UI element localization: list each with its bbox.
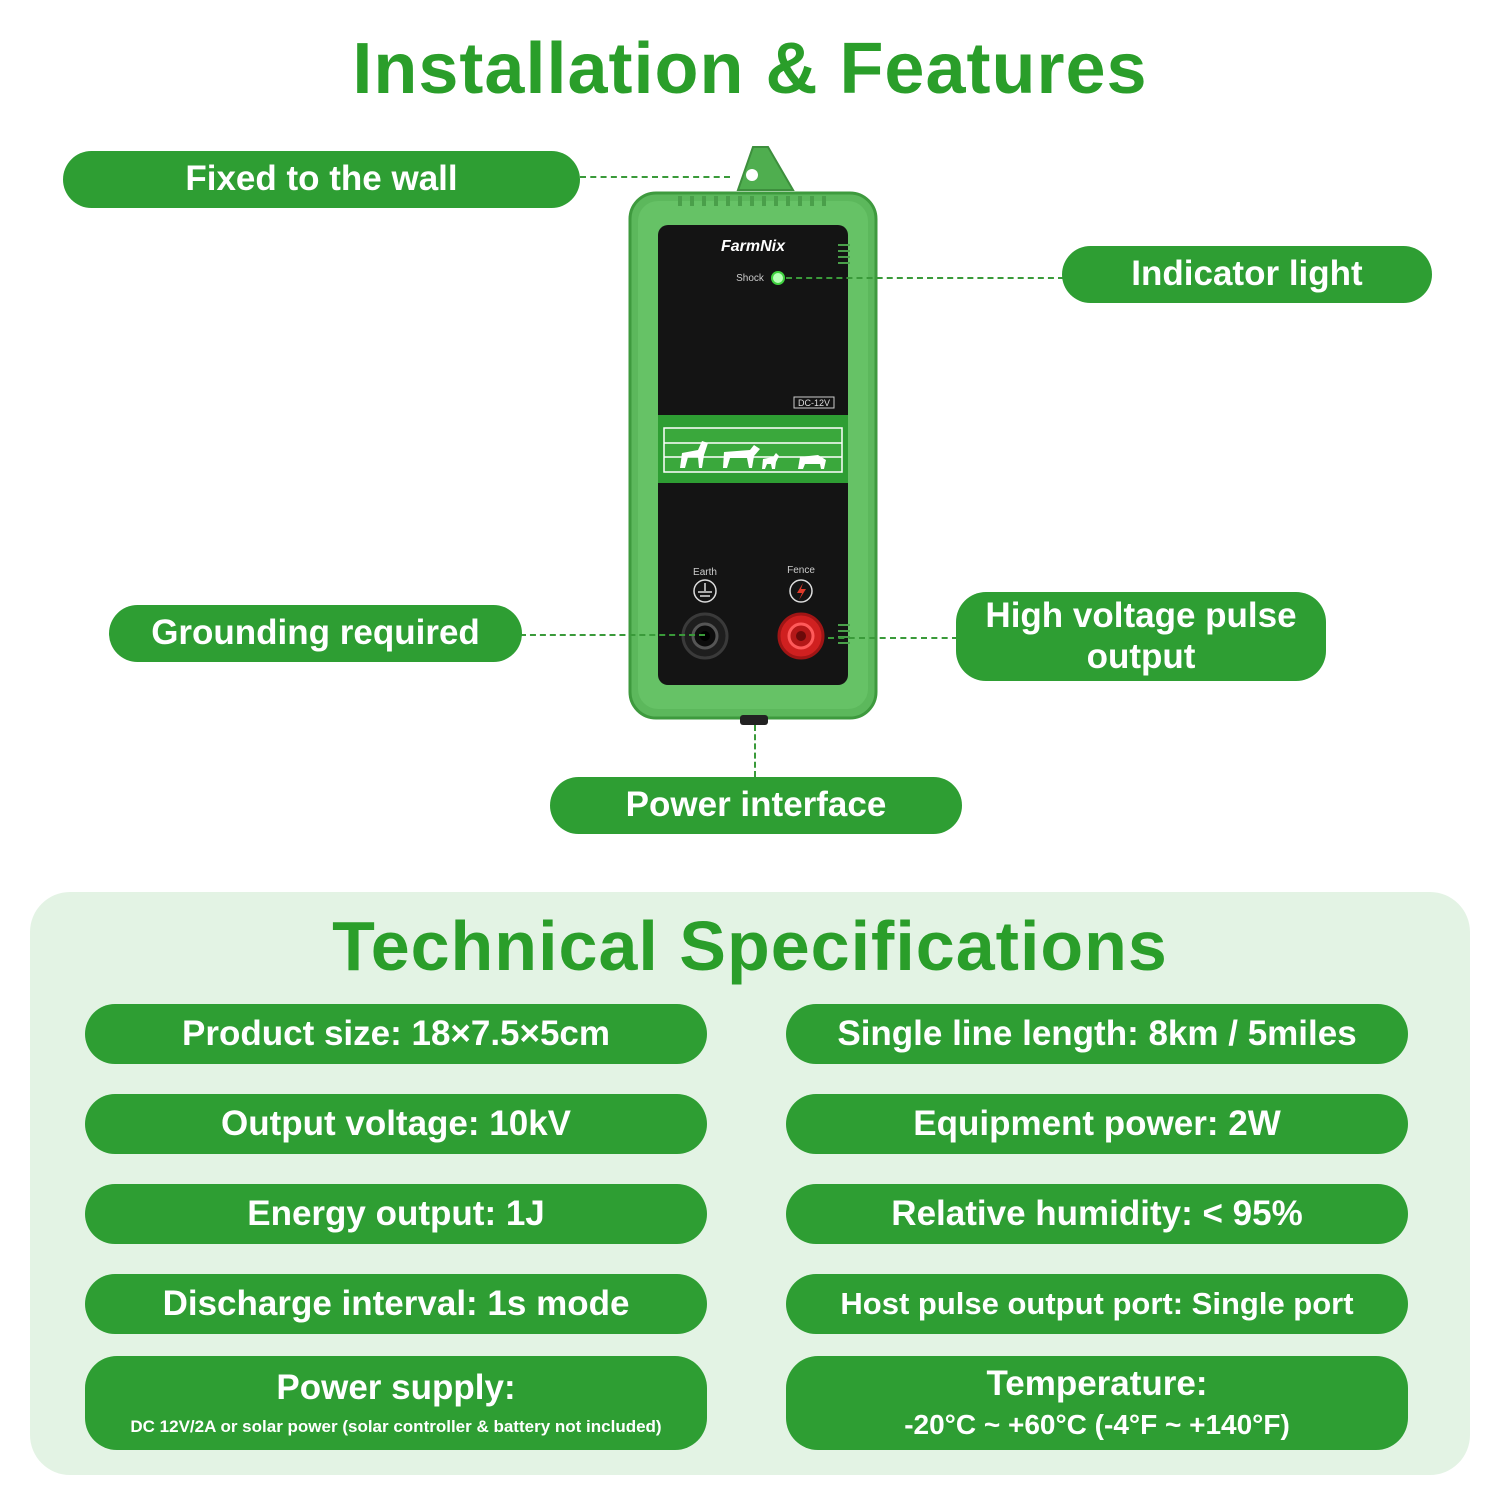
earth-label: Earth: [693, 567, 717, 578]
spec-discharge-interval: Discharge interval: 1s mode: [85, 1274, 707, 1334]
spec-output-voltage: Output voltage: 10kV: [85, 1094, 707, 1154]
spec-power-supply: Power supply: DC 12V/2A or solar power (…: [85, 1356, 707, 1450]
grounding-leader-line: [520, 634, 705, 636]
spec-power-supply-detail: DC 12V/2A or solar power (solar controll…: [130, 1417, 662, 1437]
spec-pulse-port: Host pulse output port: Single port: [786, 1274, 1408, 1334]
voltage-badge: DC-12V: [798, 398, 830, 408]
spec-temperature: Temperature: -20°C ~ +60°C (-4°F ~ +140°…: [786, 1356, 1408, 1450]
spec-product-size-text: Product size: 18×7.5×5cm: [182, 1013, 610, 1053]
power-port: [740, 715, 768, 725]
callout-grounding-required: Grounding required: [109, 605, 522, 662]
page-title: Installation & Features: [352, 29, 1148, 109]
wall-leader-line: [580, 176, 730, 178]
spec-energy-output-text: Energy output: 1J: [247, 1193, 545, 1233]
brand-logo: FarmNix: [721, 238, 786, 255]
fence-label: Fence: [787, 565, 815, 576]
callout-fixed-to-wall: Fixed to the wall: [63, 151, 580, 208]
callout-high-voltage-pulse: High voltage pulse output: [956, 592, 1326, 681]
spec-pulse-port-text: Host pulse output port: Single port: [840, 1285, 1354, 1321]
power-leader-line: [754, 725, 756, 777]
indicator-leader-line: [786, 277, 1064, 279]
spec-line-length-text: Single line length: 8km / 5miles: [837, 1013, 1357, 1053]
spec-temperature-text: Temperature:: [986, 1363, 1208, 1403]
spec-humidity: Relative humidity: < 95%: [786, 1184, 1408, 1244]
spec-line-length: Single line length: 8km / 5miles: [786, 1004, 1408, 1064]
spec-equipment-power: Equipment power: 2W: [786, 1094, 1408, 1154]
spec-product-size: Product size: 18×7.5×5cm: [85, 1004, 707, 1064]
fence-energizer-device: DC-12V FarmNix Shock Earth Fence: [628, 145, 878, 725]
ground-symbol-icon: [693, 579, 717, 603]
spec-title: Technical Specifications: [332, 907, 1168, 985]
lightning-symbol-icon: [789, 579, 813, 603]
spec-output-voltage-text: Output voltage: 10kV: [220, 1103, 572, 1143]
spec-temperature-detail: -20°C ~ +60°C (-4°F ~ +140°F): [904, 1409, 1290, 1441]
shock-label: Shock: [736, 273, 765, 284]
callout-power-interface: Power interface: [550, 777, 962, 834]
spec-humidity-text: Relative humidity: < 95%: [891, 1193, 1303, 1233]
spec-power-supply-text: Power supply:: [276, 1367, 516, 1407]
device-illustration: DC-12V FarmNix Shock Earth Fence: [628, 146, 878, 725]
callout-indicator-light: Indicator light: [1062, 246, 1432, 303]
indicator-light-icon: [771, 271, 785, 285]
spec-discharge-interval-text: Discharge interval: 1s mode: [162, 1283, 630, 1323]
pulse-leader-line: [828, 637, 958, 639]
spec-energy-output: Energy output: 1J: [85, 1184, 707, 1244]
spec-equipment-power-text: Equipment power: 2W: [913, 1103, 1281, 1143]
